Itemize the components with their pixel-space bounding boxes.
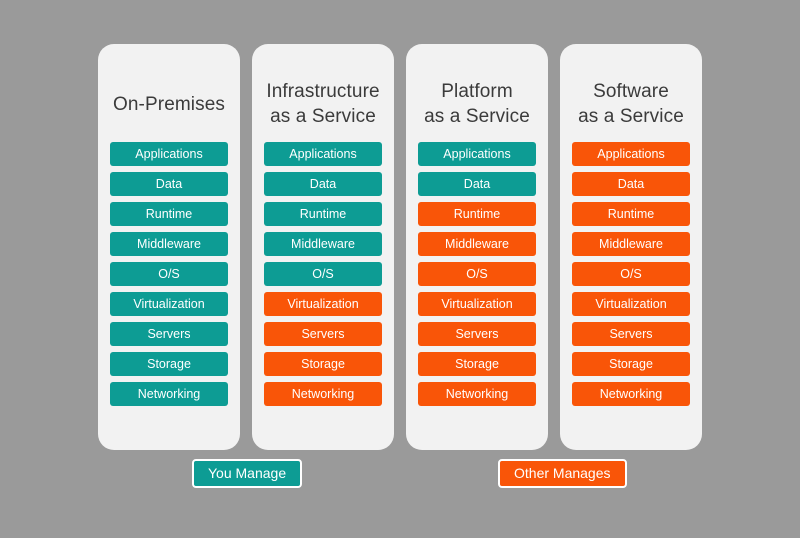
card-title-line-1: On-Premises	[113, 93, 225, 115]
legend: You Manage Other Manages	[98, 459, 702, 488]
layer-bar: O/S	[264, 262, 382, 286]
layer-bar: Virtualization	[572, 292, 690, 316]
layer-bar: Networking	[264, 382, 382, 406]
layer-bar: Virtualization	[264, 292, 382, 316]
layer-bar: Virtualization	[110, 292, 228, 316]
layer-bar: Applications	[110, 142, 228, 166]
layer-bar: Storage	[110, 352, 228, 376]
layer-bar: Servers	[418, 322, 536, 346]
layer-bar: Applications	[418, 142, 536, 166]
layer-bar: Runtime	[110, 202, 228, 226]
layer-bar: Storage	[572, 352, 690, 376]
layer-bar: Networking	[418, 382, 536, 406]
layer-bar: Middleware	[418, 232, 536, 256]
card-title-line-1: Infrastructure	[266, 81, 380, 102]
card-title-line-2: as a Service	[424, 106, 530, 127]
layer-bar: Applications	[264, 142, 382, 166]
card-title: Infrastructure as a Service	[258, 74, 388, 134]
legend-you-manage[interactable]: You Manage	[192, 459, 303, 488]
layer-bar: Middleware	[572, 232, 690, 256]
card-title: Software as a Service	[566, 74, 696, 134]
layer-bar: Middleware	[110, 232, 228, 256]
card-title-line-1: Software	[593, 81, 669, 102]
card-title-line-1: Platform	[441, 81, 513, 102]
layer-bar: Applications	[572, 142, 690, 166]
card-title: Platform as a Service	[412, 74, 542, 134]
legend-other-manages[interactable]: Other Manages	[498, 459, 627, 488]
layer-bar: Data	[418, 172, 536, 196]
layer-bar: Virtualization	[418, 292, 536, 316]
layer-bar: Servers	[572, 322, 690, 346]
layer-bar: Servers	[110, 322, 228, 346]
card-title: On-Premises	[104, 74, 234, 134]
layer-bar: Data	[572, 172, 690, 196]
layer-bar: Servers	[264, 322, 382, 346]
layer-bar: O/S	[110, 262, 228, 286]
layer-bar: Networking	[572, 382, 690, 406]
layer-bar: Data	[110, 172, 228, 196]
layer-bar: Networking	[110, 382, 228, 406]
layer-bar: O/S	[418, 262, 536, 286]
layer-bar: Runtime	[572, 202, 690, 226]
layer-bar: Storage	[418, 352, 536, 376]
layer-bar: Runtime	[264, 202, 382, 226]
layer-bar: O/S	[572, 262, 690, 286]
layer-bar: Storage	[264, 352, 382, 376]
card-title-line-2: as a Service	[578, 106, 684, 127]
card-title-line-2: as a Service	[270, 106, 376, 127]
layer-bar: Middleware	[264, 232, 382, 256]
layer-bar: Data	[264, 172, 382, 196]
layer-bar: Runtime	[418, 202, 536, 226]
